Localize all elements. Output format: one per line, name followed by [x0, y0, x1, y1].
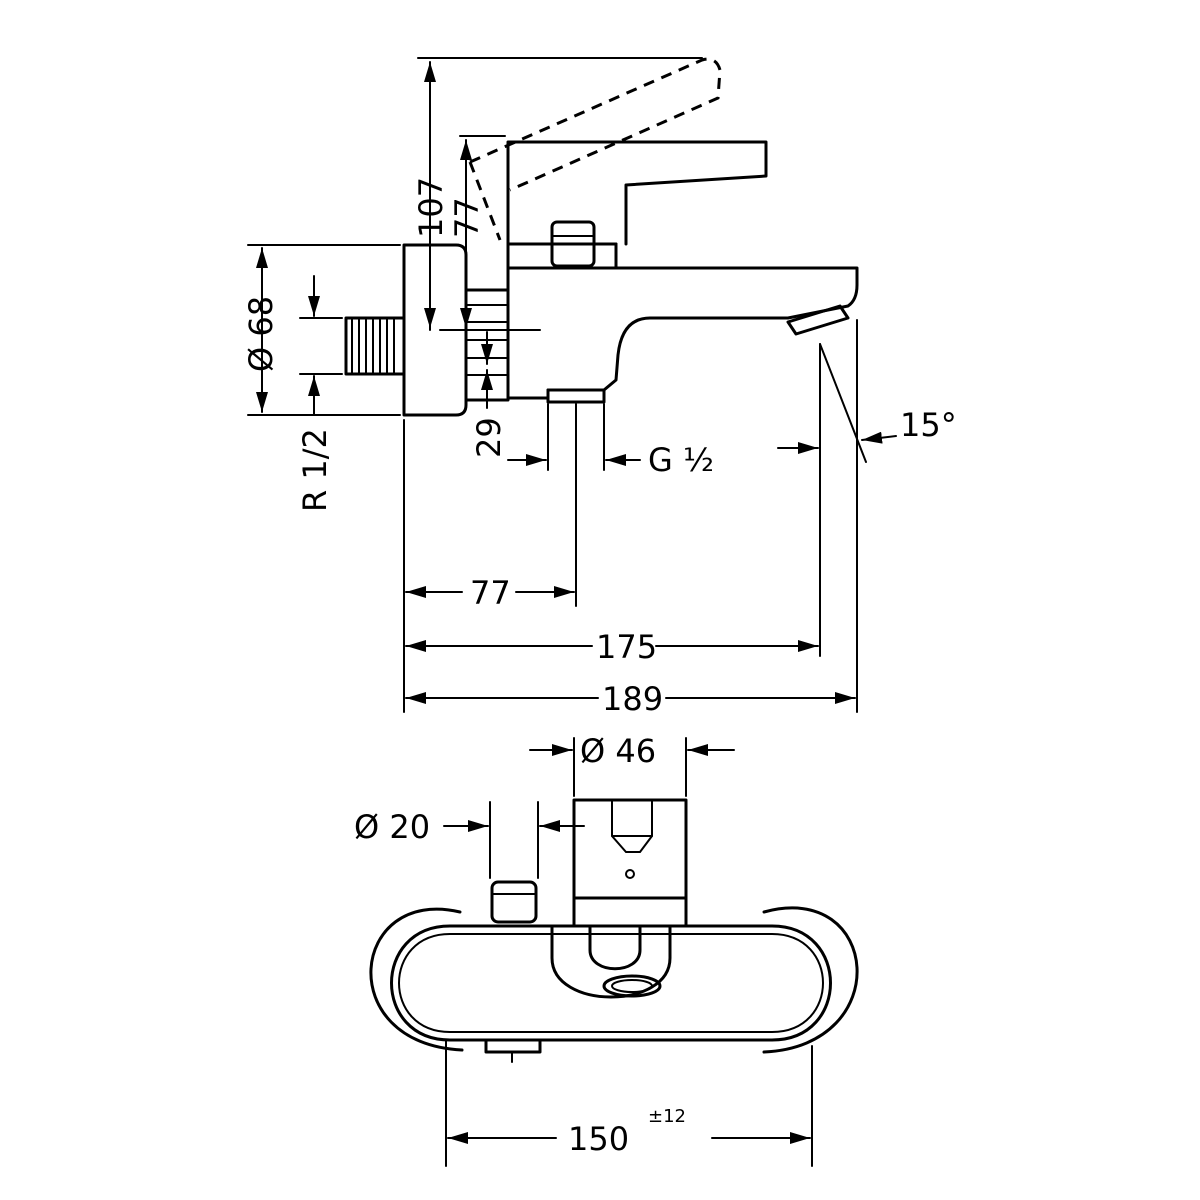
- aerator: [786, 304, 850, 336]
- dim-diameter-46: Ø 46: [529, 732, 735, 770]
- extension-lines: [247, 57, 858, 713]
- front-view: [369, 798, 859, 1063]
- spray-angle-line: [819, 343, 867, 463]
- mixer-body: [506, 242, 859, 400]
- rosette-left: [369, 907, 464, 1052]
- dim-29-label: 29: [470, 417, 508, 458]
- dim-150-label: 150: [568, 1120, 629, 1158]
- dim-15-label: 15°: [900, 406, 957, 444]
- dim-diameter-68: Ø 68: [242, 247, 280, 413]
- dim-height-107: 107: [412, 61, 450, 331]
- dim-thread-r12: R 1/2: [296, 275, 334, 512]
- bottom-popup: [484, 1038, 542, 1054]
- dim-outlet-g12: G ½: [507, 441, 714, 479]
- front-body: [390, 924, 832, 1042]
- dim-77v-label: 77: [448, 197, 486, 238]
- wall-rosette: [402, 243, 468, 417]
- lever-handle: [506, 140, 768, 246]
- dim-107-label: 107: [412, 177, 450, 238]
- dim-189-label: 189: [602, 680, 663, 718]
- dim-height-77: 77: [448, 139, 486, 331]
- dim-angle-15: 15°: [777, 406, 957, 454]
- dim-center-150: 150 ±12: [447, 1106, 811, 1158]
- front-extension-lines: [445, 737, 813, 1167]
- dim-20-label: Ø 20: [354, 808, 430, 846]
- lever-open-position: [469, 57, 722, 192]
- dim-150-tolerance: ±12: [648, 1106, 686, 1127]
- diverter-knob-front: [490, 880, 538, 924]
- dim-g12-label: G ½: [648, 441, 714, 479]
- side-view: [344, 57, 867, 463]
- spout-outlet: [602, 974, 662, 998]
- dim-77h-label: 77: [470, 574, 511, 612]
- dim-diameter-20: Ø 20: [354, 808, 585, 846]
- lever-front: [572, 798, 688, 900]
- dim-46-label: Ø 46: [580, 732, 656, 770]
- dim-length-175: 175: [405, 628, 819, 666]
- dim-r12-label: R 1/2: [296, 428, 334, 512]
- spout-recess: [550, 924, 672, 999]
- dim-offset-29: 29: [470, 331, 508, 458]
- threaded-inlet: [344, 316, 406, 376]
- dim-175-label: 175: [596, 628, 657, 666]
- rosette-right: [762, 906, 859, 1054]
- dim-length-189: 189: [405, 680, 856, 718]
- dim-length-77: 77: [405, 574, 575, 612]
- diverter-knob: [550, 220, 596, 268]
- cartridge-collar: [572, 896, 688, 928]
- dim-68-label: Ø 68: [242, 296, 280, 372]
- bath-outlet: [546, 388, 606, 404]
